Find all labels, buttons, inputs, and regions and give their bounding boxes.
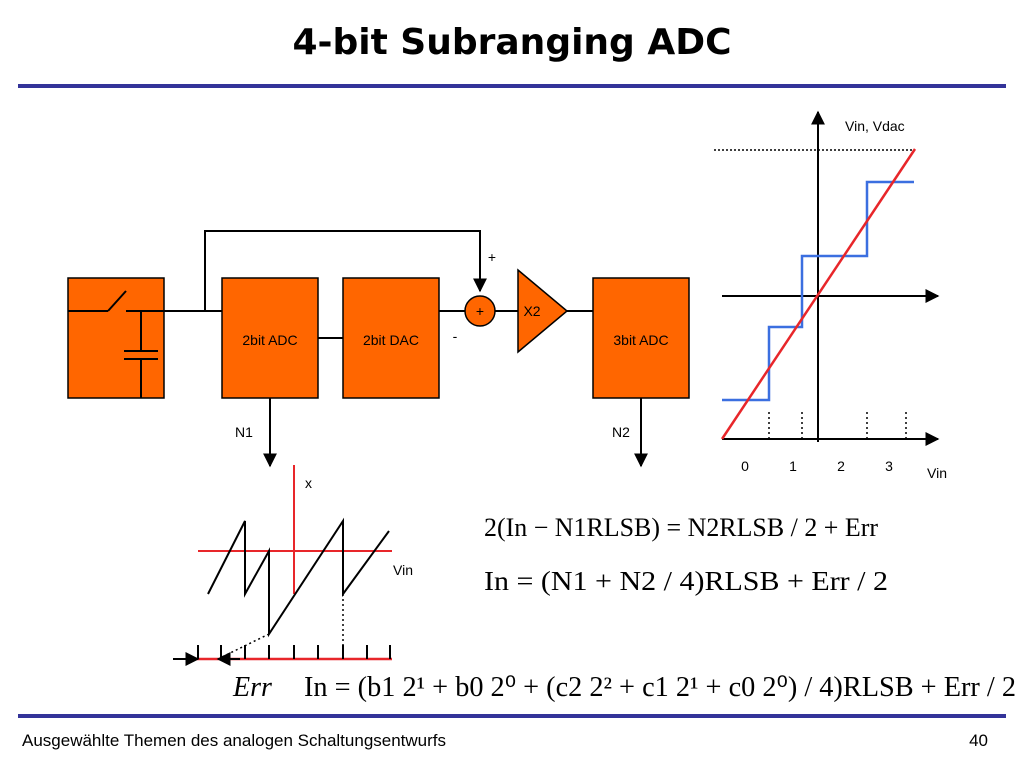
dac-label: 2bit DAC (363, 332, 419, 348)
amplifier-block (517, 268, 569, 354)
x-tick-label: 1 (789, 458, 797, 474)
ideal-line (720, 148, 917, 440)
n2-label: N2 (612, 424, 630, 440)
transfer-y-label: Vin, Vdac (845, 118, 905, 134)
footer-rule (18, 714, 1006, 718)
sample-hold-block (67, 277, 165, 399)
n1-label: N1 (235, 424, 253, 440)
equation-1: 2(In − N1RLSB) = N2RLSB / 2 + Err (484, 513, 878, 542)
page-number: 40 (969, 731, 988, 750)
summer-node (464, 295, 496, 327)
residue-x-label: Vin (393, 562, 413, 578)
x-tick-label: 3 (885, 458, 893, 474)
x-tick-label: 0 (741, 458, 749, 474)
page-title: 4-bit Subranging ADC (292, 22, 732, 63)
adc2-label: 3bit ADC (613, 332, 668, 348)
x-tick-label: 2 (837, 458, 845, 474)
transfer-x-label: Vin (927, 465, 947, 481)
residue-plot: x Vin Err (173, 465, 413, 703)
transfer-plot: Vin, Vdac Vin 0 1 2 3 (714, 110, 947, 481)
staircase-curve (722, 180, 914, 402)
dac-block (342, 277, 440, 399)
amplifier-label: X2 (523, 303, 540, 319)
switch-icon (107, 290, 127, 312)
adc1-block (221, 277, 319, 399)
summer-plus-label: + (488, 249, 496, 265)
adc1-label: 2bit ADC (242, 332, 297, 348)
summer-symbol: + (476, 303, 484, 319)
residue-y-label: x (305, 475, 312, 491)
footer-title: Ausgewählte Themen des analogen Schaltun… (22, 731, 447, 750)
equation-2: In = (N1 + N2 / 4)RLSB + Err / 2 (484, 566, 888, 596)
residue-sawtooth (207, 517, 390, 638)
adc2-block (592, 277, 690, 399)
equation-3: In = (b1 2¹ + b0 2⁰ + (c2 2² + c1 2¹ + c… (304, 672, 1016, 703)
summer-minus-label: - (453, 328, 458, 344)
title-underline (18, 84, 1006, 88)
error-label: Err (232, 672, 272, 703)
